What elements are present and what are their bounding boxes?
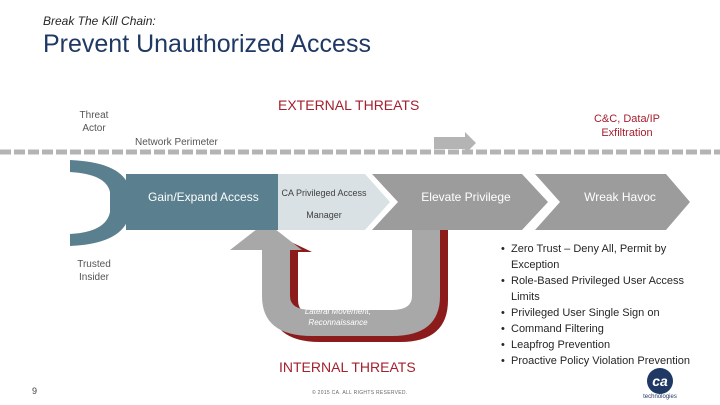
page-number: 9 (32, 386, 38, 396)
internal-threats-label: INTERNAL THREATS (279, 359, 416, 375)
list-item: Role-Based Privileged User Access Limits (498, 273, 710, 305)
elevate-privilege-label: Elevate Privilege (421, 190, 511, 204)
wreak-havoc-label: Wreak Havoc (584, 190, 656, 204)
logo-wordmark: technologies (643, 394, 677, 400)
lateral-movement-label: Lateral Movement, Reconnaissance (304, 307, 372, 327)
external-threats-label: EXTERNAL THREATS (278, 97, 420, 113)
elevate-chevron (372, 174, 548, 230)
external-arrow (434, 132, 476, 154)
list-item: Proactive Policy Violation Prevention (498, 353, 710, 369)
ca-logo-icon: ca (647, 368, 673, 394)
gain-access-block (126, 174, 278, 230)
gain-access-label: Gain/Expand Access (148, 190, 259, 204)
ca-pam-chevron (278, 174, 390, 230)
lateral-arc (230, 222, 440, 336)
network-perimeter-label: Network Perimeter (135, 137, 218, 148)
ca-pam-label: CA Privileged Access Manager (281, 188, 367, 220)
logo-mark-text: ca (652, 373, 668, 389)
copyright-text: © 2015 CA. ALL RIGHTS RESERVED. (312, 390, 408, 396)
list-item: Command Filtering (498, 321, 710, 337)
exfiltration-label: C&C, Data/IP Exfiltration (593, 113, 661, 139)
page-title: Prevent Unauthorized Access (43, 30, 371, 58)
trusted-insider-label: Trusted Insider (77, 259, 111, 283)
list-item: Privileged User Single Sign on (498, 305, 710, 321)
kicker-text: Break The Kill Chain: (43, 14, 156, 28)
havoc-chevron (535, 174, 690, 230)
controls-list: Zero Trust – Deny All, Permit by Excepti… (498, 241, 710, 369)
threat-actor-label: Threat Actor (79, 110, 109, 134)
list-item: Leapfrog Prevention (498, 337, 710, 353)
gain-access-funnel (70, 160, 128, 246)
list-item: Zero Trust – Deny All, Permit by Excepti… (498, 241, 710, 273)
